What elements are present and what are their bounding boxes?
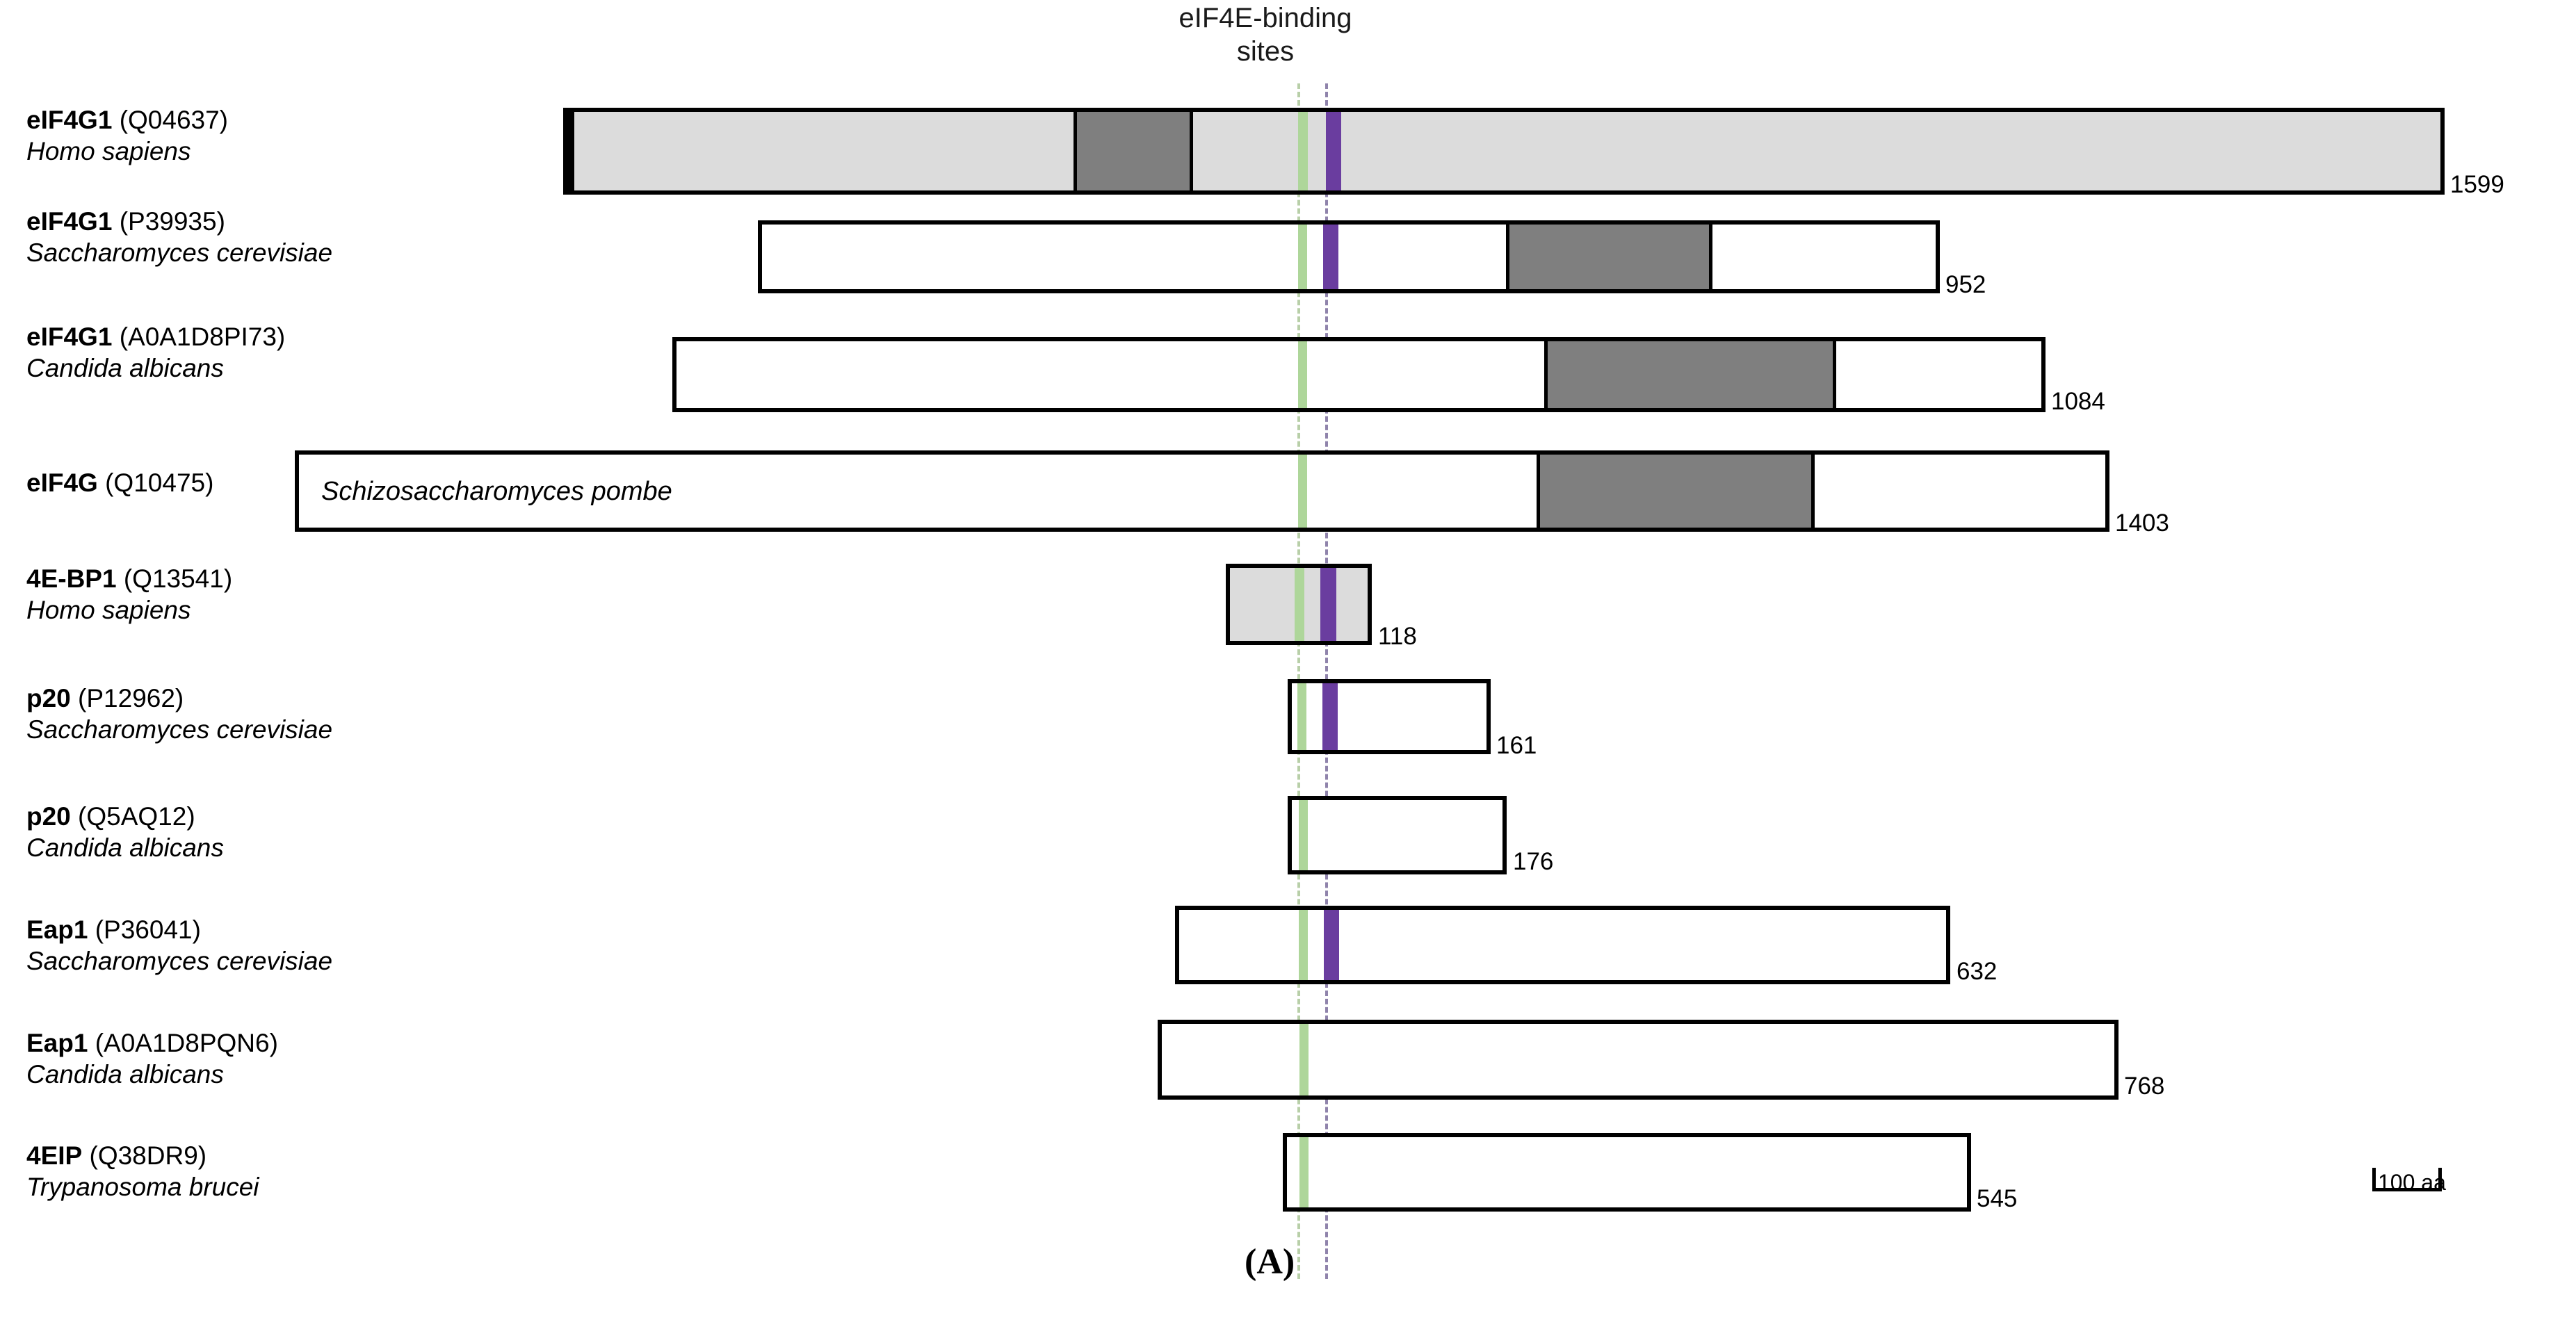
protein-bar-8 (1175, 906, 1950, 984)
protein-species-7: Candida albicans (26, 833, 224, 862)
row-label-4: eIF4G (Q10475) (26, 467, 213, 498)
protein-name-10: 4EIP (26, 1141, 83, 1170)
row-label-5: 4E-BP1 (Q13541) Homo sapiens (26, 563, 232, 626)
header-line-2: sites (1236, 36, 1295, 67)
noncanonical-site-6 (1322, 683, 1338, 750)
canonical-site-3 (1298, 341, 1307, 408)
canonical-site-8 (1299, 910, 1308, 980)
protein-species-8: Saccharomyces cerevisiae (26, 947, 333, 975)
row-label-10: 4EIP (Q38DR9) Trypanosoma brucei (26, 1140, 259, 1203)
protein-species-10: Trypanosoma brucei (26, 1173, 259, 1201)
protein-length-10: 545 (1977, 1185, 2018, 1212)
scale-bar (2372, 1168, 2442, 1191)
protein-accession-1: (Q04637) (119, 106, 228, 134)
row-label-1: eIF4G1 (Q04637) Homo sapiens (26, 104, 228, 167)
noncanonical-site-2 (1323, 225, 1338, 289)
protein-length-4: 1403 (2115, 510, 2169, 537)
panel-label: (A) (1245, 1242, 1295, 1282)
protein-name-7: p20 (26, 802, 71, 831)
row-label-8: Eap1 (P36041) Saccharomyces cerevisiae (26, 914, 332, 977)
protein-bar-3 (672, 337, 2046, 412)
protein-accession-2: (P39935) (119, 207, 225, 236)
protein-length-1: 1599 (2450, 171, 2504, 198)
protein-bar-2 (758, 220, 1940, 293)
protein-bar-1 (563, 108, 2445, 195)
protein-bar-6 (1288, 679, 1491, 754)
protein-bar-5 (1226, 564, 1372, 645)
protein-length-7: 176 (1513, 848, 1554, 875)
protein-species-9: Candida albicans (26, 1060, 224, 1089)
protein-accession-7: (Q5AQ12) (78, 802, 195, 831)
protein-accession-10: (Q38DR9) (89, 1141, 207, 1170)
protein-length-2: 952 (1945, 271, 1986, 298)
noncanonical-site-1 (1326, 112, 1341, 190)
protein-bar-4: Schizosaccharomyces pombe (295, 450, 2109, 532)
protein-length-9: 768 (2124, 1073, 2165, 1100)
protein-length-8: 632 (1957, 958, 1998, 985)
protein-name-8: Eap1 (26, 915, 88, 944)
header-line-1: eIF4E-binding (1178, 3, 1352, 33)
protein-bar-7 (1288, 796, 1507, 874)
row-label-3: eIF4G1 (A0A1D8PI73) Candida albicans (26, 321, 285, 384)
canonical-site-7 (1299, 800, 1308, 870)
canonical-site-9 (1299, 1024, 1309, 1095)
protein-name-1: eIF4G1 (26, 106, 113, 134)
protein-bar-9 (1158, 1020, 2119, 1100)
protein-species-6: Saccharomyces cerevisiae (26, 715, 333, 744)
protein-species-4: Schizosaccharomyces pombe (321, 477, 672, 506)
protein-name-9: Eap1 (26, 1029, 88, 1057)
protein-length-6: 161 (1496, 732, 1537, 759)
canonical-site-6 (1297, 683, 1306, 750)
protein-accession-3: (A0A1D8PI73) (119, 323, 286, 351)
protein-species-2: Saccharomyces cerevisiae (26, 238, 333, 267)
protein-bar-10 (1283, 1133, 1971, 1212)
canonical-site-5 (1295, 568, 1304, 641)
heat-domain-4 (1537, 455, 1815, 528)
heat-domain-1 (1074, 112, 1193, 190)
canonical-site-4 (1298, 455, 1307, 528)
row-label-9: Eap1 (A0A1D8PQN6) Candida albicans (26, 1027, 278, 1090)
protein-accession-8: (P36041) (95, 915, 201, 944)
scale-bar-label: 100 aa (2378, 1170, 2446, 1195)
heat-domain-3 (1544, 341, 1836, 408)
protein-species-3: Candida albicans (26, 354, 224, 382)
eif4e-binding-sites-header: eIF4E-binding sites (1133, 1, 1398, 68)
protein-length-5: 118 (1378, 623, 1417, 650)
protein-name-2: eIF4G1 (26, 207, 113, 236)
protein-length-3: 1084 (2051, 388, 2105, 415)
protein-species-1: Homo sapiens (26, 137, 191, 165)
row-label-2: eIF4G1 (P39935) Saccharomyces cerevisiae (26, 206, 332, 268)
protein-accession-9: (A0A1D8PQN6) (95, 1029, 278, 1057)
protein-accession-5: (Q13541) (123, 564, 233, 593)
protein-name-5: 4E-BP1 (26, 564, 117, 593)
noncanonical-site-8 (1324, 910, 1339, 980)
protein-name-6: p20 (26, 684, 71, 712)
protein-species-5: Homo sapiens (26, 596, 191, 624)
row-label-7: p20 (Q5AQ12) Candida albicans (26, 801, 224, 863)
protein-accession-6: (P12962) (78, 684, 184, 712)
protein-name-4: eIF4G (26, 468, 98, 497)
heat-domain-2 (1506, 225, 1712, 289)
noncanonical-site-5 (1320, 568, 1336, 641)
protein-accession-4: (Q10475) (105, 468, 214, 497)
row-label-6: p20 (P12962) Saccharomyces cerevisiae (26, 683, 332, 745)
canonical-site-2 (1298, 225, 1307, 289)
canonical-site-1 (1298, 112, 1308, 190)
protein-name-3: eIF4G1 (26, 323, 113, 351)
canonical-site-10 (1299, 1137, 1309, 1207)
